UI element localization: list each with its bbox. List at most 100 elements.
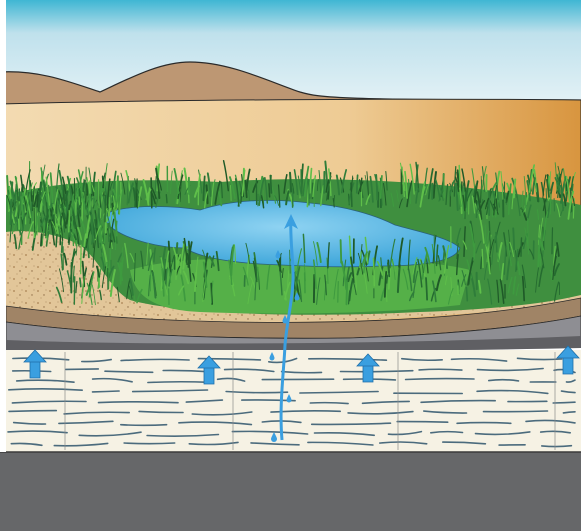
grass-blade bbox=[402, 182, 405, 198]
grass-blade bbox=[61, 212, 67, 229]
aquifer-stratum-line bbox=[488, 378, 520, 382]
grass-blade bbox=[481, 166, 486, 192]
grass-blade bbox=[18, 187, 23, 217]
grass-blade bbox=[357, 252, 364, 275]
grass-blade bbox=[198, 169, 203, 194]
grass-blade bbox=[417, 258, 423, 288]
grass-blade bbox=[521, 204, 527, 216]
grass-blade bbox=[193, 271, 198, 293]
grass-blade bbox=[156, 163, 161, 192]
aquifer-stratum-line bbox=[401, 357, 443, 362]
grass-blade bbox=[182, 270, 190, 285]
grass-blade bbox=[546, 178, 550, 198]
grass-blade bbox=[484, 197, 490, 210]
grass-blade bbox=[466, 259, 472, 279]
grass-blade bbox=[376, 261, 384, 276]
grass-blade bbox=[165, 250, 170, 269]
grass-blade bbox=[78, 277, 82, 288]
grass-blade bbox=[459, 187, 463, 215]
grass-blade bbox=[271, 186, 277, 204]
up-arrow-icon bbox=[556, 345, 580, 375]
grass-blade bbox=[31, 230, 38, 251]
grass-blade bbox=[137, 186, 143, 208]
aquifer-stratum-line bbox=[120, 423, 168, 427]
aquifer-stratum-line bbox=[10, 442, 43, 447]
aquifer-stratum-line bbox=[270, 410, 341, 413]
grass-blade bbox=[316, 241, 322, 264]
grass-blade bbox=[281, 267, 284, 278]
grass-blade bbox=[22, 213, 26, 231]
grass-blade bbox=[258, 177, 265, 206]
grass-blade bbox=[326, 257, 329, 284]
aquifer-stratum-line bbox=[280, 370, 323, 374]
grass-blade bbox=[475, 240, 482, 254]
aquifer-stratum-line bbox=[456, 421, 512, 425]
aquifer-stratum-line bbox=[12, 421, 47, 425]
grass-blade bbox=[445, 275, 448, 286]
grass-blade bbox=[85, 285, 92, 296]
grass-blade bbox=[283, 291, 287, 301]
aquifer-stratum-line bbox=[216, 377, 246, 382]
left-margin bbox=[0, 0, 6, 452]
grass-blade bbox=[552, 246, 559, 273]
grass-blade bbox=[469, 223, 475, 248]
grass-blade bbox=[506, 239, 512, 267]
grass-blade bbox=[20, 196, 24, 220]
grass-blade bbox=[554, 177, 561, 194]
grass-blade bbox=[60, 253, 64, 271]
grass-blade bbox=[458, 164, 461, 192]
grass-blade bbox=[496, 252, 501, 271]
grass-blade bbox=[364, 236, 369, 264]
grass-blade bbox=[49, 172, 54, 204]
aquifer-stratum-line bbox=[307, 441, 374, 446]
grass-blade bbox=[142, 178, 150, 206]
grass-blade bbox=[268, 183, 271, 198]
grass-blade bbox=[553, 245, 556, 266]
grass-blade bbox=[386, 274, 389, 284]
grass-blade bbox=[409, 163, 415, 195]
grass-blade bbox=[222, 159, 230, 192]
grass-blade bbox=[153, 247, 156, 263]
grass-blade bbox=[316, 178, 319, 192]
grass-blade bbox=[187, 240, 191, 265]
grass-blade bbox=[63, 252, 68, 266]
grass-blade bbox=[112, 188, 118, 199]
grass-blade bbox=[501, 183, 507, 205]
grass-blade bbox=[25, 169, 31, 195]
grass-blade bbox=[442, 251, 445, 263]
aquifer-stratum-line bbox=[430, 430, 464, 434]
grass-blade bbox=[325, 179, 330, 193]
grass-blade bbox=[60, 204, 67, 220]
aquifer-stratum-line bbox=[361, 400, 410, 405]
grass-blade bbox=[467, 260, 474, 286]
grass-blade bbox=[516, 260, 521, 276]
grass-blade bbox=[399, 162, 406, 192]
grass-blade bbox=[155, 167, 161, 200]
grass-blade bbox=[215, 250, 220, 272]
grass-blade bbox=[61, 190, 63, 203]
grass-blade bbox=[366, 171, 369, 198]
grass-blade bbox=[481, 248, 484, 269]
grass-blade bbox=[512, 178, 517, 199]
grass-blade bbox=[55, 286, 63, 303]
grass-blade bbox=[183, 237, 188, 266]
grass-blade bbox=[91, 284, 96, 306]
grass-blade bbox=[359, 251, 362, 269]
grass-blade bbox=[71, 250, 77, 262]
grass-blade bbox=[316, 277, 321, 305]
grass-blade bbox=[147, 252, 154, 271]
grass-blade bbox=[16, 188, 20, 219]
grass-blade bbox=[484, 263, 488, 281]
grass-blade bbox=[567, 190, 575, 220]
grass-blade bbox=[503, 245, 507, 275]
grass-blade bbox=[134, 252, 136, 282]
grass-blade bbox=[351, 175, 354, 192]
grass-blade bbox=[396, 189, 399, 202]
grass-blade bbox=[21, 192, 25, 204]
aquifer-strata-lines bbox=[7, 357, 576, 448]
grass-blade bbox=[335, 174, 341, 196]
grass-blade bbox=[347, 290, 351, 305]
grass-blade bbox=[560, 175, 567, 204]
grass-blade bbox=[500, 263, 505, 281]
grass-blade bbox=[303, 264, 306, 282]
